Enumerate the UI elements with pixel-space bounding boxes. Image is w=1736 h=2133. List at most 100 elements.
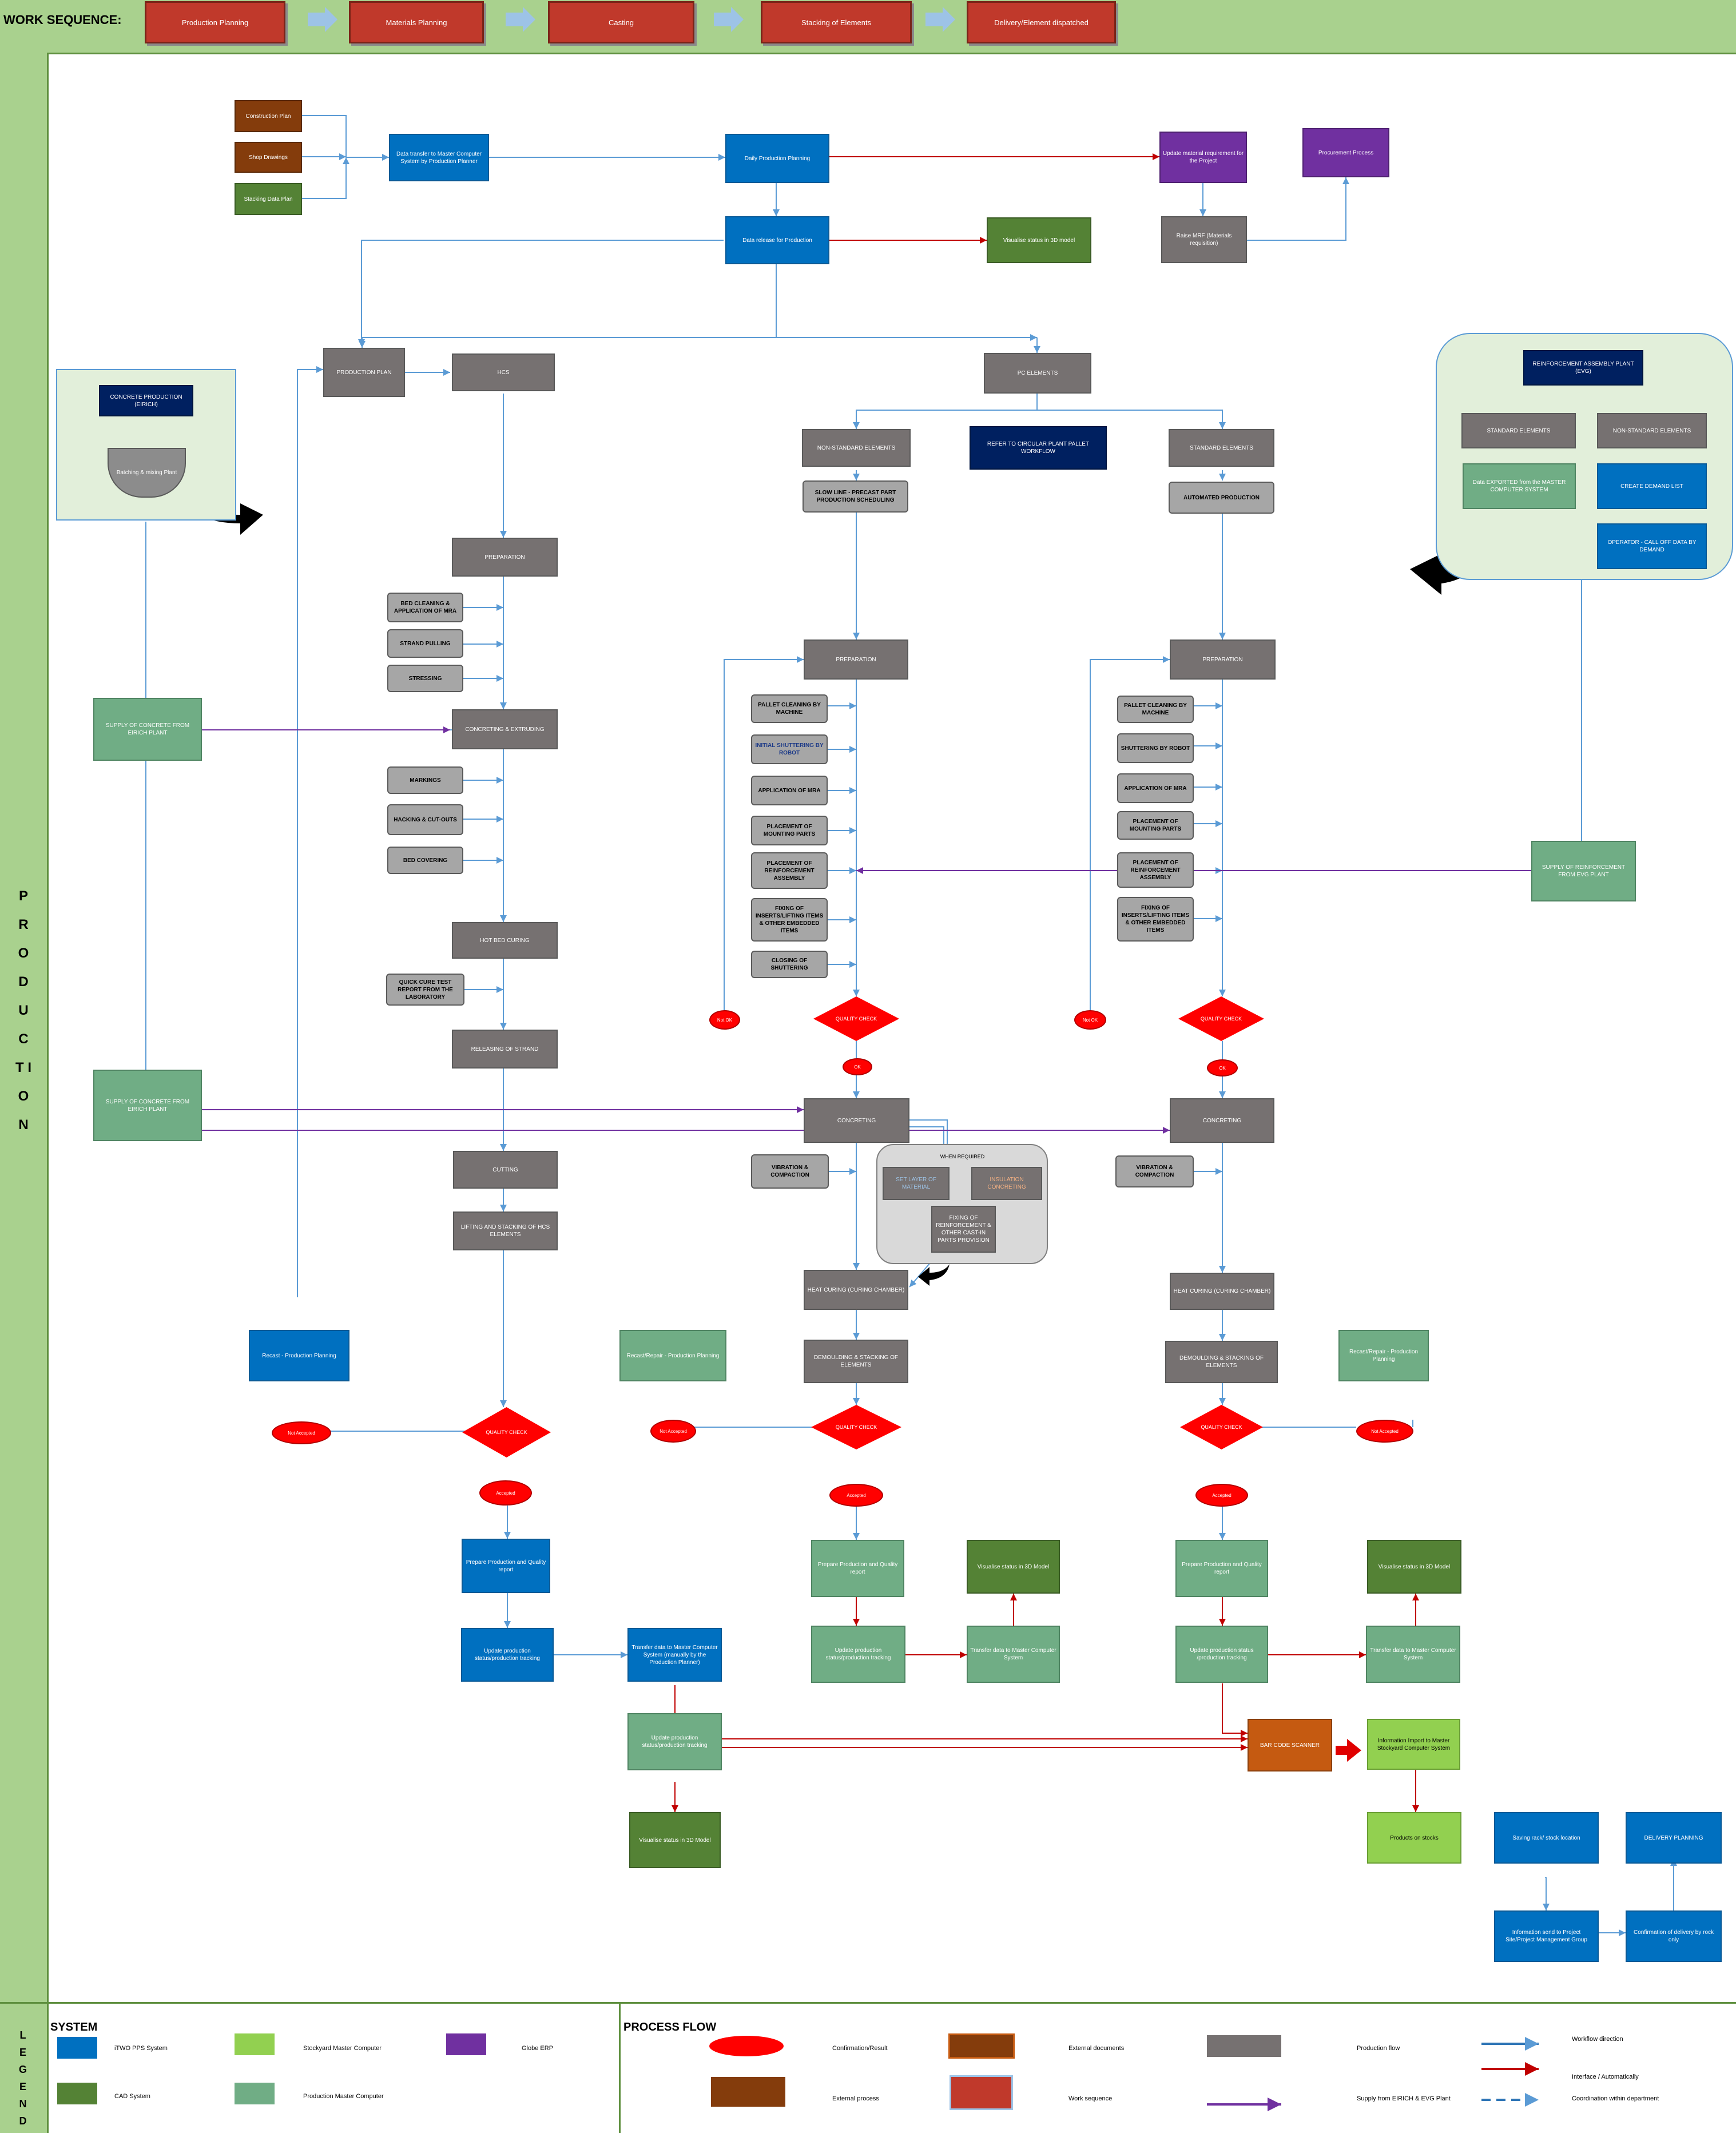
slow-vibration-compaction[interactable]: VIBRATION & COMPACTION bbox=[751, 1154, 829, 1189]
seq-step-casting[interactable]: Casting bbox=[548, 1, 694, 43]
slow-transfer-data[interactable]: Transfer data to Master Computer System bbox=[967, 1626, 1060, 1683]
hcs-strand-pulling[interactable]: STRAND PULLING bbox=[387, 629, 463, 658]
auto-recast-planning[interactable]: Recast/Repair - Production Planning bbox=[1338, 1330, 1429, 1381]
hcs-preparation[interactable]: PREPARATION bbox=[452, 538, 558, 577]
reinf-non-standard-elements[interactable]: NON-STANDARD ELEMENTS bbox=[1597, 413, 1707, 448]
auto-heat-curing[interactable]: HEAT CURING (CURING CHAMBER) bbox=[1170, 1273, 1274, 1310]
hcs-quick-cure-report[interactable]: QUICK CURE TEST REPORT FROM THE LABORATO… bbox=[386, 974, 464, 1006]
hcs-cutting[interactable]: CUTTING bbox=[453, 1151, 558, 1189]
auto-shuttering-robot[interactable]: SHUTTERING BY ROBOT bbox=[1117, 733, 1194, 763]
seq-step-production-planning[interactable]: Production Planning bbox=[145, 1, 285, 43]
hcs-bed-covering[interactable]: BED COVERING bbox=[387, 847, 463, 874]
legend-work-sequence: Work sequence bbox=[1068, 2095, 1113, 2102]
create-demand-list[interactable]: CREATE DEMAND LIST bbox=[1597, 463, 1707, 509]
auto-concreting[interactable]: CONCRETING bbox=[1170, 1098, 1274, 1143]
automated-production[interactable]: AUTOMATED PRODUCTION bbox=[1169, 482, 1274, 514]
slow-initial-shuttering[interactable]: INITIAL SHUTTERING BY ROBOT bbox=[751, 734, 828, 764]
auto-fixing-inserts[interactable]: FIXING OF INSERTS/LIFTING ITEMS & OTHER … bbox=[1117, 897, 1194, 942]
hcs-markings[interactable]: MARKINGS bbox=[387, 766, 463, 794]
seq-step-stacking[interactable]: Stacking of Elements bbox=[761, 1, 912, 43]
auto-reinforcement-assembly[interactable]: PLACEMENT OF REINFORCEMENT ASSEMBLY bbox=[1117, 852, 1194, 888]
seq-step-materials-planning[interactable]: Materials Planning bbox=[349, 1, 484, 43]
slow-pallet-cleaning[interactable]: PALLET CLEANING BY MACHINE bbox=[751, 694, 828, 723]
hcs-title[interactable]: HCS bbox=[452, 353, 555, 391]
hcs-transfer-data[interactable]: Transfer data to Master Computer System … bbox=[627, 1628, 722, 1682]
auto-visualise-3d[interactable]: Visualise status in 3D Model bbox=[1367, 1540, 1461, 1594]
slow-quality-check[interactable]: QUALITY CHECK bbox=[813, 996, 899, 1041]
slow-mounting-parts[interactable]: PLACEMENT OF MOUNTING PARTS bbox=[751, 816, 828, 845]
procurement-process[interactable]: Procurement Process bbox=[1302, 128, 1389, 177]
auto-quality-check-2[interactable]: QUALITY CHECK bbox=[1180, 1405, 1263, 1449]
slow-recast-planning[interactable]: Recast/Repair - Production Planning bbox=[619, 1330, 726, 1381]
operator-call-off[interactable]: OPERATOR - CALL OFF DATA BY DEMAND bbox=[1597, 523, 1707, 569]
doc-stacking-data-plan[interactable]: Stacking Data Plan bbox=[235, 183, 302, 215]
slow-fixing-inserts[interactable]: FIXING OF INSERTS/LIFTING ITEMS & OTHER … bbox=[751, 898, 828, 942]
slow-concreting[interactable]: CONCRETING bbox=[804, 1098, 909, 1143]
raise-mrf[interactable]: Raise MRF (Materials requisition) bbox=[1161, 216, 1247, 263]
slow-preparation[interactable]: PREPARATION bbox=[804, 639, 908, 680]
data-transfer-master[interactable]: Data transfer to Master Computer System … bbox=[389, 134, 489, 181]
daily-production-planning[interactable]: Daily Production Planning bbox=[725, 134, 829, 183]
batching-mixing-plant[interactable]: Batching & mixing Plant bbox=[108, 448, 186, 498]
auto-application-mra[interactable]: APPLICATION OF MRA bbox=[1117, 773, 1194, 803]
supply-concrete-eirich-1[interactable]: SUPPLY OF CONCRETE FROM EIRICH PLANT bbox=[93, 698, 202, 761]
doc-construction-plan[interactable]: Construction Plan bbox=[235, 100, 302, 132]
hcs-concreting-extruding[interactable]: CONCRETING & EXTRUDING bbox=[452, 709, 558, 749]
auto-preparation[interactable]: PREPARATION bbox=[1170, 639, 1276, 680]
auto-vibration-compaction[interactable]: VIBRATION & COMPACTION bbox=[1115, 1155, 1194, 1187]
slow-prepare-report[interactable]: Prepare Production and Quality report bbox=[811, 1540, 904, 1597]
fixing-reinforcement-cast-in[interactable]: FIXING OF REINFORCEMENT & OTHER CAST-IN … bbox=[931, 1206, 996, 1253]
hcs-releasing-strand[interactable]: RELEASING OF STRAND bbox=[452, 1030, 558, 1069]
bar-code-scanner[interactable]: BAR CODE SCANNER bbox=[1248, 1719, 1332, 1771]
slow-closing-shuttering[interactable]: CLOSING OF SHUTTERING bbox=[751, 951, 828, 978]
saving-rack-location[interactable]: Saving rack/ stock location bbox=[1494, 1812, 1599, 1864]
auto-transfer-data[interactable]: Transfer data to Master Computer System bbox=[1366, 1626, 1460, 1683]
data-release-production[interactable]: Data release for Production bbox=[725, 216, 829, 264]
seq-step-delivery[interactable]: Delivery/Element dispatched bbox=[967, 1, 1116, 43]
hcs-update-status[interactable]: Update production status/production trac… bbox=[461, 1628, 554, 1682]
slow-quality-check-2[interactable]: QUALITY CHECK bbox=[811, 1405, 901, 1449]
pc-non-standard[interactable]: NON-STANDARD ELEMENTS bbox=[802, 429, 911, 467]
hcs-recast-planning[interactable]: Recast - Production Planning bbox=[249, 1330, 349, 1381]
hcs-quality-check[interactable]: QUALITY CHECK bbox=[462, 1407, 551, 1457]
hcs-update-status-2[interactable]: Update production status/production trac… bbox=[627, 1713, 722, 1770]
products-on-stocks[interactable]: Products on stocks bbox=[1367, 1812, 1461, 1864]
refer-circular-plant[interactable]: REFER TO CIRCULAR PLANT PALLET WORKFLOW bbox=[970, 426, 1107, 470]
hcs-bed-cleaning[interactable]: BED CLEANING & APPLICATION OF MRA bbox=[387, 593, 463, 622]
confirmation-delivery[interactable]: Confirmation of delivery by rock only bbox=[1626, 1910, 1722, 1962]
auto-quality-check[interactable]: QUALITY CHECK bbox=[1178, 996, 1264, 1041]
auto-pallet-cleaning[interactable]: PALLET CLEANING BY MACHINE bbox=[1117, 696, 1194, 723]
slow-line-scheduling[interactable]: SLOW LINE - PRECAST PART PRODUCTION SCHE… bbox=[803, 480, 908, 513]
hcs-visualise-3d[interactable]: Visualise status in 3D Model bbox=[629, 1812, 721, 1868]
info-import-stockyard[interactable]: Information Import to Master Stockyard C… bbox=[1367, 1719, 1460, 1770]
slow-heat-curing[interactable]: HEAT CURING (CURING CHAMBER) bbox=[804, 1270, 908, 1310]
slow-reinforcement-assembly[interactable]: PLACEMENT OF REINFORCEMENT ASSEMBLY bbox=[751, 852, 828, 889]
hcs-hacking-cutouts[interactable]: HACKING & CUT-OUTS bbox=[387, 804, 463, 835]
info-send-project-site[interactable]: Information send to Project Site/Project… bbox=[1494, 1910, 1599, 1962]
pc-standard[interactable]: STANDARD ELEMENTS bbox=[1169, 429, 1274, 467]
auto-update-status[interactable]: Update production status /production tra… bbox=[1175, 1626, 1268, 1683]
hcs-lifting-stacking[interactable]: LIFTING AND STACKING OF HCS ELEMENTS bbox=[453, 1212, 558, 1250]
data-exported-master[interactable]: Data EXPORTED from the MASTER COMPUTER S… bbox=[1463, 463, 1576, 509]
insulation-concreting[interactable]: INSULATION CONCRETING bbox=[971, 1167, 1042, 1200]
set-layer-material[interactable]: SET LAYER OF MATERIAL bbox=[883, 1167, 950, 1200]
reinf-standard-elements[interactable]: STANDARD ELEMENTS bbox=[1461, 413, 1576, 448]
slow-application-mra[interactable]: APPLICATION OF MRA bbox=[751, 776, 828, 805]
hcs-prepare-report[interactable]: Prepare Production and Quality report bbox=[462, 1539, 550, 1593]
pc-elements-title[interactable]: PC ELEMENTS bbox=[984, 353, 1091, 394]
hcs-production-plan[interactable]: PRODUCTION PLAN bbox=[323, 348, 405, 397]
slow-visualise-3d[interactable]: Visualise status in 3D Model bbox=[967, 1540, 1060, 1594]
auto-prepare-report[interactable]: Prepare Production and Quality report bbox=[1175, 1540, 1268, 1597]
doc-shop-drawings[interactable]: Shop Drawings bbox=[235, 142, 302, 173]
supply-reinforcement-evg[interactable]: SUPPLY OF REINFORCEMENT FROM EVG PLANT bbox=[1531, 841, 1636, 901]
update-material-requirement[interactable]: Update material requirement for the Proj… bbox=[1159, 132, 1247, 183]
auto-mounting-parts[interactable]: PLACEMENT OF MOUNTING PARTS bbox=[1117, 811, 1194, 840]
supply-concrete-eirich-2[interactable]: SUPPLY OF CONCRETE FROM EIRICH PLANT bbox=[93, 1070, 202, 1141]
visualise-status-top[interactable]: Visualise status in 3D model bbox=[987, 217, 1091, 263]
delivery-planning[interactable]: DELIVERY PLANNING bbox=[1626, 1812, 1722, 1864]
auto-demoulding[interactable]: DEMOULDING & STACKING OF ELEMENTS bbox=[1165, 1341, 1278, 1383]
slow-update-status[interactable]: Update production status/production trac… bbox=[811, 1626, 905, 1683]
hcs-stressing[interactable]: STRESSING bbox=[387, 665, 463, 692]
slow-demoulding[interactable]: DEMOULDING & STACKING OF ELEMENTS bbox=[804, 1340, 908, 1383]
hcs-hot-bed-curing[interactable]: HOT BED CURING bbox=[452, 922, 558, 959]
